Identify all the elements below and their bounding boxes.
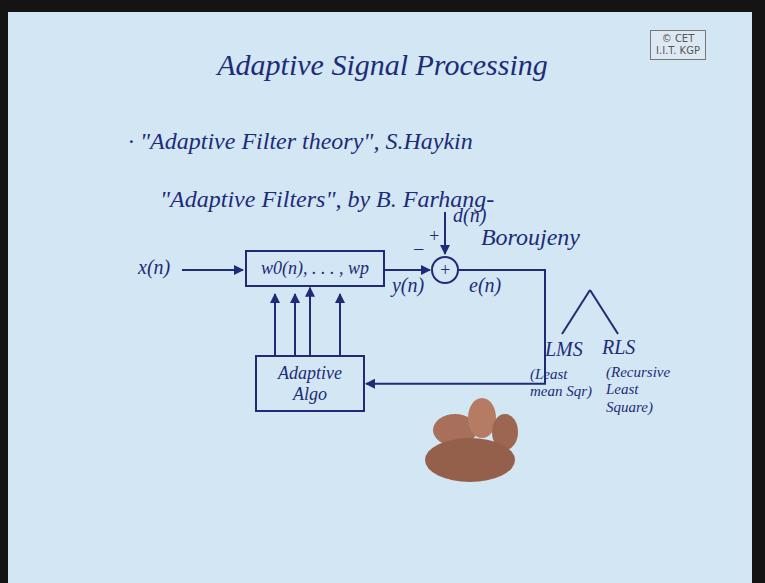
pointing-hand: [425, 398, 518, 482]
tree-branch: [590, 290, 618, 334]
signal-connector: [385, 269, 430, 271]
desired-arrow: [444, 212, 446, 254]
tree-branch: [562, 290, 590, 334]
method-note: (Least mean Sqr): [530, 366, 600, 401]
sign-mark: −: [412, 238, 426, 261]
input-arrow: [182, 269, 243, 271]
paper-sheet: [8, 12, 752, 583]
weight-update-line: [294, 294, 296, 355]
reference-line: · "Adaptive Filter theory", S.Haykin: [128, 128, 473, 156]
edge-label: e(n): [469, 274, 501, 297]
node-text: w0(n), . . . , wp: [257, 258, 373, 279]
signal-name: x(n): [138, 256, 170, 279]
weight-update-line: [339, 294, 341, 355]
method-note: (Recursive Least Square): [606, 364, 684, 416]
signal-connector: [366, 270, 545, 384]
reference-line: "Adaptive Filters", by B. Farhang-Borouj…: [160, 180, 580, 257]
algorithm-box: Adaptive Algo: [255, 355, 365, 412]
sign-mark: +: [428, 226, 440, 247]
node-text: +: [439, 260, 451, 281]
filter-box: w0(n), . . . , wp: [245, 250, 385, 287]
watermark-logo: © CET I.I.T. KGP: [650, 30, 706, 60]
signal-name: d(n): [453, 204, 486, 227]
method-name: RLS: [602, 336, 635, 359]
method-name: LMS: [545, 338, 583, 361]
weight-update-line: [274, 294, 276, 355]
signal-connector: [309, 288, 311, 355]
edge-label: y(n): [392, 274, 424, 297]
node-text: Adaptive Algo: [267, 363, 353, 404]
summing-junction: +: [431, 256, 459, 284]
